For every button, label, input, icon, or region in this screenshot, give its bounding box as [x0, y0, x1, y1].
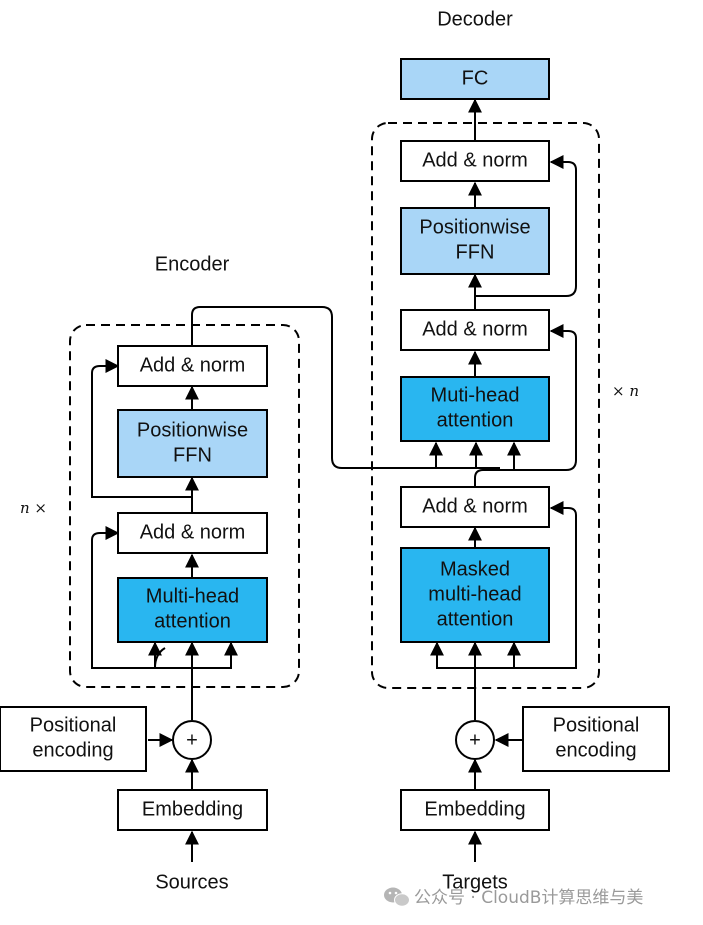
watermark: 公众号 · CloudB计算思维与美 [384, 887, 643, 908]
decoder-title: Decoder [437, 8, 513, 30]
svg-text:Add & norm: Add & norm [140, 521, 246, 543]
decoder-repeat-label: × n [612, 382, 639, 400]
watermark-text: 公众号 · CloudB计算思维与美 [414, 888, 643, 908]
sources-label: Sources [155, 871, 228, 893]
svg-text:Positional: Positional [553, 714, 640, 736]
decoder-masked-multi-head-attention: Masked multi-head attention [400, 547, 550, 643]
decoder-add-norm-mid: Add & norm [400, 309, 550, 351]
decoder-multi-head-attention: Muti-head attention [400, 376, 550, 442]
svg-text:multi-head: multi-head [428, 583, 521, 605]
svg-text:attention: attention [437, 608, 514, 630]
svg-text:FFN: FFN [173, 444, 212, 466]
targets-label: Targets [442, 871, 508, 893]
encoder-plus-node: + [172, 720, 212, 760]
svg-text:Add & norm: Add & norm [422, 149, 528, 171]
decoder-fc: FC [400, 58, 550, 100]
svg-text:+: + [186, 729, 198, 751]
decoder-embedding: Embedding [400, 789, 550, 831]
encoder-embedding: Embedding [117, 789, 268, 831]
svg-text:Positionwise: Positionwise [419, 216, 530, 238]
svg-text:Masked: Masked [440, 558, 510, 580]
decoder-ffn: Positionwise FFN [400, 207, 550, 275]
wechat-icon [384, 887, 410, 907]
encoder-ffn: Positionwise FFN [117, 409, 268, 478]
svg-text:FFN: FFN [456, 241, 495, 263]
svg-text:Add & norm: Add & norm [422, 495, 528, 517]
encoder-block-container [69, 324, 300, 688]
svg-text:Muti-head: Muti-head [431, 384, 520, 406]
svg-text:Add & norm: Add & norm [422, 318, 528, 340]
svg-text:FC: FC [462, 67, 489, 89]
svg-text:Positionwise: Positionwise [137, 419, 248, 441]
decoder-wires [430, 98, 577, 862]
svg-text:attention: attention [154, 610, 231, 632]
svg-text:Embedding: Embedding [142, 798, 243, 820]
svg-text:encoding: encoding [32, 739, 113, 761]
encoder-title: Encoder [155, 253, 230, 275]
svg-text:encoding: encoding [555, 739, 636, 761]
decoder-plus-node: + [455, 720, 495, 760]
svg-text:attention: attention [437, 409, 514, 431]
svg-text:Multi-head: Multi-head [146, 585, 239, 607]
decoder-add-norm-top: Add & norm [400, 140, 550, 182]
svg-text:Add & norm: Add & norm [140, 354, 246, 376]
encoder-positional-encoding: Positional encoding [0, 706, 147, 772]
svg-text:+: + [469, 729, 481, 751]
encoder-repeat-label: n × [20, 499, 47, 517]
decoder-add-norm-bottom: Add & norm [400, 486, 550, 528]
decoder-block-container [371, 122, 600, 689]
svg-text:Positional: Positional [30, 714, 117, 736]
encoder-add-norm-top: Add & norm [117, 345, 268, 387]
encoder-add-norm-bottom: Add & norm [117, 512, 268, 554]
svg-text:Embedding: Embedding [424, 798, 525, 820]
encoder-multi-head-attention: Multi-head attention [117, 577, 268, 643]
encoder-wires [91, 306, 500, 862]
decoder-positional-encoding: Positional encoding [522, 706, 670, 772]
